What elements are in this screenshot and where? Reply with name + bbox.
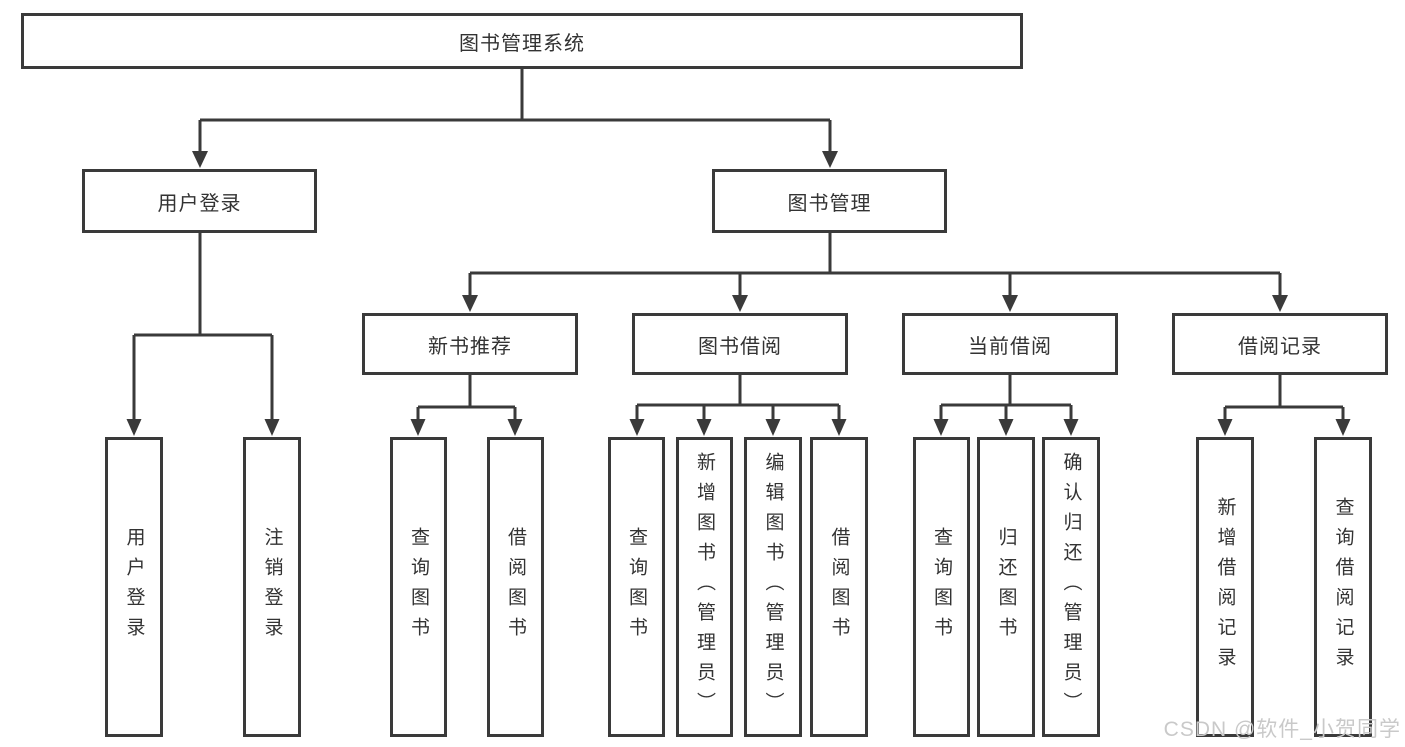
leaf-label: 查询图书 xyxy=(931,527,952,647)
node-label: 用户登录 xyxy=(157,192,242,215)
leaf-label: 借阅图书 xyxy=(505,527,526,647)
leaf-add-book-admin: 新增图书（管理员） xyxy=(676,437,733,737)
leaf-query-books-borrow: 查询图书 xyxy=(608,437,665,737)
node-user-login: 用户登录 xyxy=(82,169,317,233)
leaf-logout: 注销登录 xyxy=(243,437,301,737)
node-new-book-recommend: 新书推荐 xyxy=(362,313,578,375)
leaf-label: 注销登录 xyxy=(261,527,283,647)
node-book-management: 图书管理 xyxy=(712,169,947,233)
node-current-borrow: 当前借阅 xyxy=(902,313,1118,375)
node-label: 新书推荐 xyxy=(428,335,512,358)
leaf-borrow-books: 借阅图书 xyxy=(810,437,868,737)
leaf-add-borrow-record: 新增借阅记录 xyxy=(1196,437,1254,737)
node-library-management-system: 图书管理系统 xyxy=(21,13,1023,69)
node-label: 借阅记录 xyxy=(1238,335,1322,358)
leaf-confirm-return-admin: 确认归还（管理员） xyxy=(1042,437,1100,737)
node-label: 图书管理系统 xyxy=(459,32,585,55)
leaf-label: 查询图书 xyxy=(626,527,647,647)
leaf-return-books: 归还图书 xyxy=(977,437,1035,737)
leaf-edit-book-admin: 编辑图书（管理员） xyxy=(744,437,802,737)
leaf-query-borrow-record: 查询借阅记录 xyxy=(1314,437,1372,737)
leaf-label: 借阅图书 xyxy=(828,527,850,647)
leaf-label: 查询借阅记录 xyxy=(1332,497,1354,677)
node-label: 当前借阅 xyxy=(968,335,1052,358)
leaf-label: 确认归还（管理员） xyxy=(1060,452,1082,722)
leaf-label: 用户登录 xyxy=(123,527,145,647)
leaf-borrow-books-recommend: 借阅图书 xyxy=(487,437,544,737)
leaf-query-books-current: 查询图书 xyxy=(913,437,970,737)
node-label: 图书借阅 xyxy=(698,335,782,358)
csdn-watermark: CSDN @软件_小贺同学 xyxy=(1163,718,1401,741)
leaf-label: 新增图书（管理员） xyxy=(694,452,715,722)
node-borrow-records: 借阅记录 xyxy=(1172,313,1388,375)
leaf-label: 编辑图书（管理员） xyxy=(762,452,784,722)
leaf-label: 查询图书 xyxy=(408,527,429,647)
node-label: 图书管理 xyxy=(787,192,872,215)
leaf-label: 新增借阅记录 xyxy=(1214,497,1236,677)
leaf-user-login: 用户登录 xyxy=(105,437,163,737)
leaf-label: 归还图书 xyxy=(995,527,1017,647)
leaf-query-books-recommend: 查询图书 xyxy=(390,437,447,737)
node-book-borrow: 图书借阅 xyxy=(632,313,848,375)
